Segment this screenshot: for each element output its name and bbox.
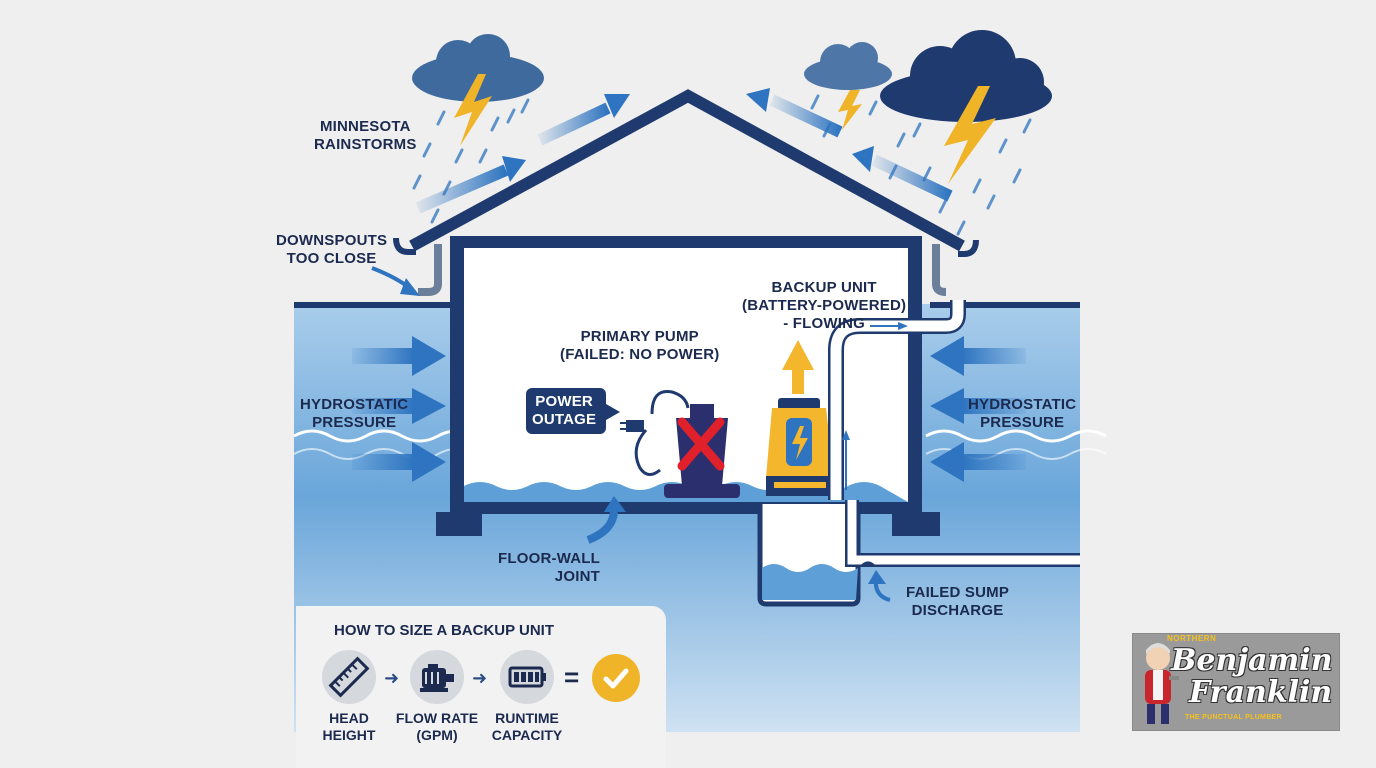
step-arrow-icon: ➜ <box>384 668 400 688</box>
hydrostatic-arrows-right <box>930 336 1026 482</box>
step-label-head-height: HEAD HEIGHT <box>322 710 376 743</box>
storm-cloud-right-icon <box>880 30 1052 184</box>
sump-pit <box>757 504 861 607</box>
sizing-panel: HOW TO SIZE A BACKUP UNIT ➜ ➜ <box>296 606 666 768</box>
ruler-icon <box>322 650 376 704</box>
label-hydrostatic-pressure-left: HYDROSTATIC PRESSURE <box>300 396 409 431</box>
check-icon <box>592 654 640 702</box>
label-minnesota-rainstorms: MINNESOTA RAINSTORMS <box>314 118 417 153</box>
label-power-outage: POWER OUTAGE <box>532 393 597 428</box>
label-floor-wall-joint: FLOOR-WALL JOINT <box>498 550 600 585</box>
step-label-runtime-capacity: RUNTIME CAPACITY <box>491 710 563 743</box>
power-outage-badge <box>526 388 620 434</box>
logo-top-text: NORTHERN <box>1167 634 1217 643</box>
label-backup-unit: BACKUP UNIT (BATTERY-POWERED) - FLOWING <box>742 279 907 332</box>
storm-cloud-small-icon <box>804 42 892 130</box>
label-hydrostatic-pressure-right: HYDROSTATIC PRESSURE <box>968 396 1077 431</box>
storm-cloud-left-icon <box>412 34 544 146</box>
backup-pump-icon <box>766 398 834 496</box>
wind-arrows <box>415 88 953 214</box>
sizing-title: HOW TO SIZE A BACKUP UNIT <box>334 622 555 639</box>
hydrostatic-arrows-left <box>352 336 446 482</box>
label-downspouts-too-close: DOWNSPOUTS TOO CLOSE <box>276 232 388 267</box>
motor-icon <box>410 650 464 704</box>
gutter-left <box>393 237 442 296</box>
benjamin-franklin-logo: NORTHERN Benjamin Franklin THE PUNCTUAL … <box>1132 633 1340 731</box>
gutter-right <box>932 239 979 296</box>
step-label-flow-rate: FLOW RATE (GPM) <box>395 710 479 743</box>
franklin-figure-icon <box>1145 643 1179 724</box>
logo-name-line1: Benjamin <box>1171 643 1333 678</box>
battery-icon <box>500 650 554 704</box>
label-failed-sump-discharge: FAILED SUMP DISCHARGE <box>906 584 1010 619</box>
label-primary-pump: PRIMARY PUMP (FAILED: NO POWER) <box>560 328 720 363</box>
logo-name-line2: Franklin <box>1189 675 1333 710</box>
house-roof <box>409 89 965 252</box>
discharge-pipe <box>828 300 1080 568</box>
primary-pump-icon <box>620 389 740 498</box>
step-arrow-icon: ➜ <box>472 668 488 688</box>
equals-sign: = <box>564 662 580 692</box>
logo-tagline: THE PUNCTUAL PLUMBER <box>1185 714 1282 721</box>
flow-up-arrow-top <box>782 340 814 394</box>
